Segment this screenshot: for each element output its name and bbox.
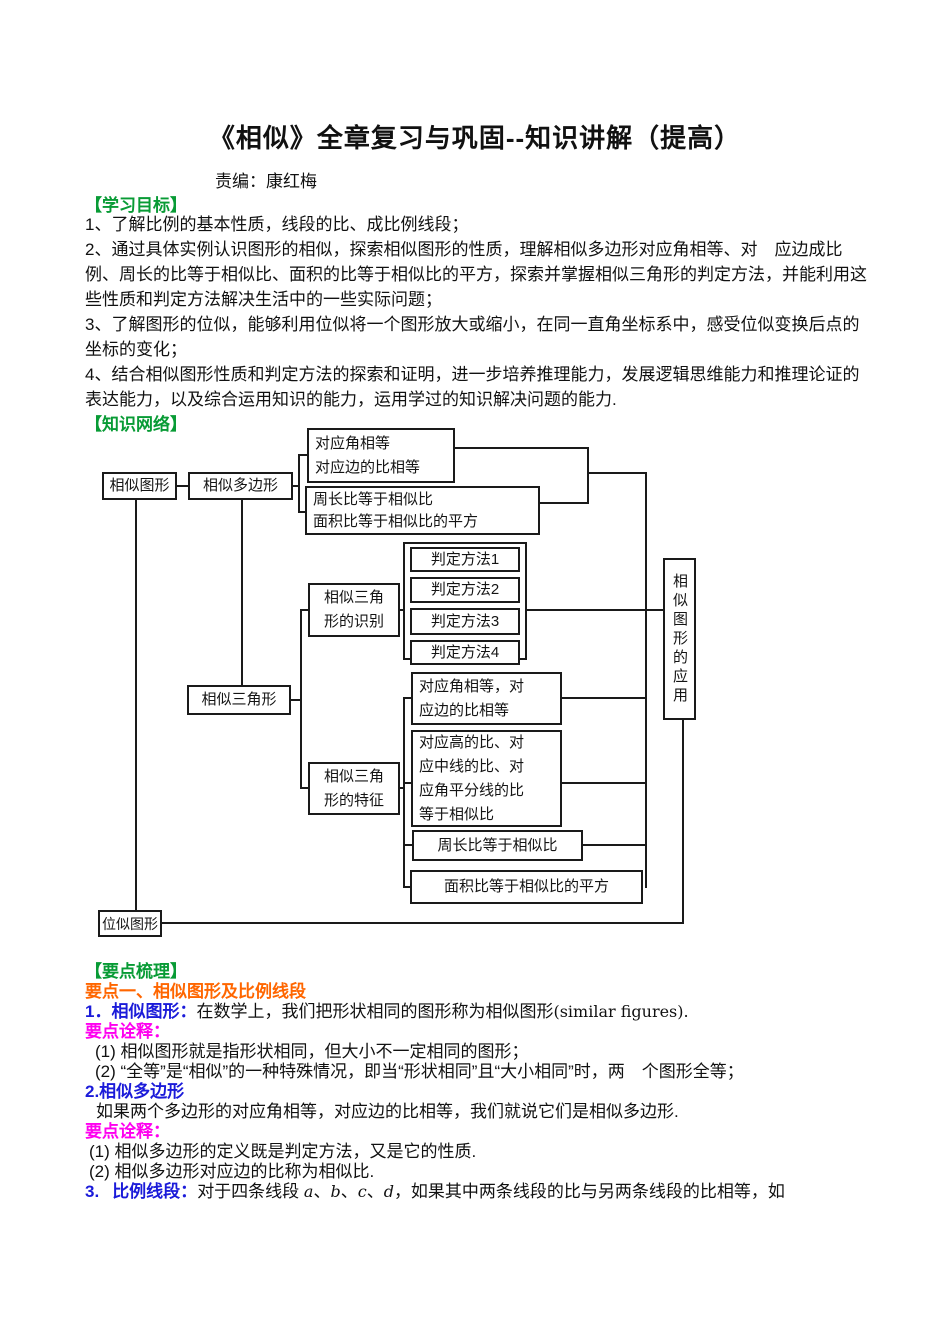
connector-line bbox=[300, 609, 302, 789]
connector-line bbox=[162, 922, 684, 924]
node-similar-figures: 相似图形 bbox=[102, 472, 177, 500]
node-poly-perimeter-area: 周长比等于相似比 面积比等于相似比的平方 bbox=[305, 486, 540, 535]
connector-line bbox=[298, 454, 300, 513]
connector-line bbox=[403, 697, 405, 888]
connector-line bbox=[527, 609, 663, 611]
section-header-network: 【知识网络】 bbox=[85, 415, 187, 434]
objective-item: 1、了解比例的基本性质，线段的比、成比例线段； bbox=[85, 215, 469, 234]
objective-item: 4、结合相似图形性质和判定方法的探索和证明，进一步培养推理能力，发展逻辑思维能力… bbox=[85, 365, 860, 409]
section-header-objectives: 【学习目标】 bbox=[85, 196, 187, 215]
connector-line bbox=[403, 886, 412, 888]
node-application: 相似图形的应用 bbox=[663, 558, 696, 720]
item3-pre: 对于四条线段 bbox=[197, 1182, 304, 1201]
node-method-4: 判定方法4 bbox=[410, 640, 520, 665]
connector-line bbox=[400, 609, 405, 611]
connector-line bbox=[587, 447, 589, 504]
node-triangle-identification: 相似三角 形的识别 bbox=[308, 583, 400, 637]
connector-line bbox=[455, 447, 589, 449]
item2-label: 2.相似多边形 bbox=[85, 1082, 185, 1101]
node-tri-heights-medians: 对应高的比、对 应中线的比、对 应角平分线的比 等于相似比 bbox=[411, 730, 562, 827]
connector-line bbox=[300, 609, 310, 611]
connector-line bbox=[562, 697, 647, 699]
node-method-1: 判定方法1 bbox=[410, 547, 520, 572]
item3-line: 3.比例线段：对于四条线段 a、b、c、d，如果其中两条线段的比与另两条线段的比… bbox=[85, 1182, 877, 1202]
node-tri-angles-sides: 对应角相等，对 应边的比相等 bbox=[411, 672, 562, 725]
knowledge-network-diagram: 相似图形 相似多边形 对应角相等 对应边的比相等 周长比等于相似比 面积比等于相… bbox=[90, 425, 715, 947]
node-triangle-characteristics: 相似三角 形的特征 bbox=[308, 762, 400, 815]
keypoints-section: 【要点梳理】 要点一、相似图形及比例线段 1．相似图形：在数学上，我们把形状相同… bbox=[85, 962, 877, 1202]
connector-line bbox=[403, 844, 414, 846]
separator: 、 bbox=[313, 1182, 331, 1201]
note2-item: (1) 相似多边形的定义既是判定方法，又是它的性质. bbox=[89, 1142, 477, 1161]
connector-line bbox=[403, 782, 413, 784]
connector-line bbox=[583, 844, 647, 846]
note2-item: (2) 相似多边形对应边的比称为相似比. bbox=[89, 1162, 375, 1181]
connector-line bbox=[540, 502, 589, 504]
separator: 、 bbox=[340, 1182, 358, 1201]
separator: 、 bbox=[366, 1182, 384, 1201]
item1-label: 1．相似图形： bbox=[85, 1002, 197, 1021]
connector-line bbox=[403, 697, 413, 699]
connector-line bbox=[682, 720, 684, 924]
math-var: b bbox=[330, 1182, 341, 1201]
node-poly-angles-sides: 对应角相等 对应边的比相等 bbox=[307, 428, 455, 483]
connector-line bbox=[298, 454, 309, 456]
item1-english: (similar figures). bbox=[553, 1002, 689, 1021]
editor-credit: 责编：康红梅 bbox=[215, 172, 317, 191]
note-label: 要点诠释： bbox=[85, 1022, 170, 1041]
connector-line bbox=[293, 485, 300, 487]
connector-line bbox=[587, 472, 647, 474]
connector-line bbox=[298, 511, 307, 513]
section-header-keypoints: 【要点梳理】 bbox=[85, 962, 187, 981]
connector-line bbox=[291, 699, 302, 701]
node-similar-triangles: 相似三角形 bbox=[187, 685, 291, 715]
node-tri-area: 面积比等于相似比的平方 bbox=[410, 870, 643, 904]
item3-label: 比例线段： bbox=[112, 1182, 198, 1201]
connector-line bbox=[400, 787, 405, 789]
item3-number: 3. bbox=[85, 1182, 100, 1201]
math-var: d bbox=[383, 1182, 394, 1201]
objective-item: 2、通过具体实例认识图形的相似，探索相似图形的性质，理解相似多边形对应角相等、对… bbox=[85, 240, 867, 309]
point1-header: 要点一、相似图形及比例线段 bbox=[85, 982, 306, 1001]
connector-line bbox=[135, 500, 137, 910]
node-tri-perimeter: 周长比等于相似比 bbox=[412, 830, 583, 861]
node-similar-polygons: 相似多边形 bbox=[188, 472, 293, 500]
objective-item: 3、了解图形的位似，能够利用位似将一个图形放大或缩小，在同一直角坐标系中，感受位… bbox=[85, 315, 860, 359]
connector-line bbox=[241, 500, 243, 685]
node-method-3: 判定方法3 bbox=[410, 608, 520, 635]
item3-post: ，如果其中两条线段的比与另两条线段的比相等，如 bbox=[393, 1182, 785, 1201]
page-title: 《相似》全章复习与巩固--知识讲解（提高） bbox=[208, 123, 742, 153]
item1-text: 在数学上，我们把形状相同的图形称为相似图形 bbox=[196, 1002, 554, 1021]
note-label: 要点诠释： bbox=[85, 1122, 170, 1141]
connector-line bbox=[562, 782, 647, 784]
connector-line bbox=[645, 472, 647, 888]
node-homothetic-figures: 位似图形 bbox=[98, 910, 162, 937]
node-method-2: 判定方法2 bbox=[410, 577, 520, 603]
item2-text: 如果两个多边形的对应角相等，对应边的比相等，我们就说它们是相似多边形. bbox=[96, 1102, 679, 1121]
note1-item: (1) 相似图形就是指形状相同，但大小不一定相同的图形； bbox=[95, 1042, 529, 1061]
connector-line bbox=[300, 787, 310, 789]
item1-line: 1．相似图形：在数学上，我们把形状相同的图形称为相似图形(similar fig… bbox=[85, 1002, 877, 1022]
connector-line bbox=[177, 485, 188, 487]
math-var: c bbox=[357, 1182, 367, 1201]
math-var: a bbox=[303, 1182, 314, 1201]
note1-item: (2) “全等”是“相似”的一种特殊情况，即当“形状相同”且“大小相同”时，两 … bbox=[95, 1062, 744, 1081]
learning-objectives: 1、了解比例的基本性质，线段的比、成比例线段； 2、通过具体实例认识图形的相似，… bbox=[85, 212, 869, 412]
